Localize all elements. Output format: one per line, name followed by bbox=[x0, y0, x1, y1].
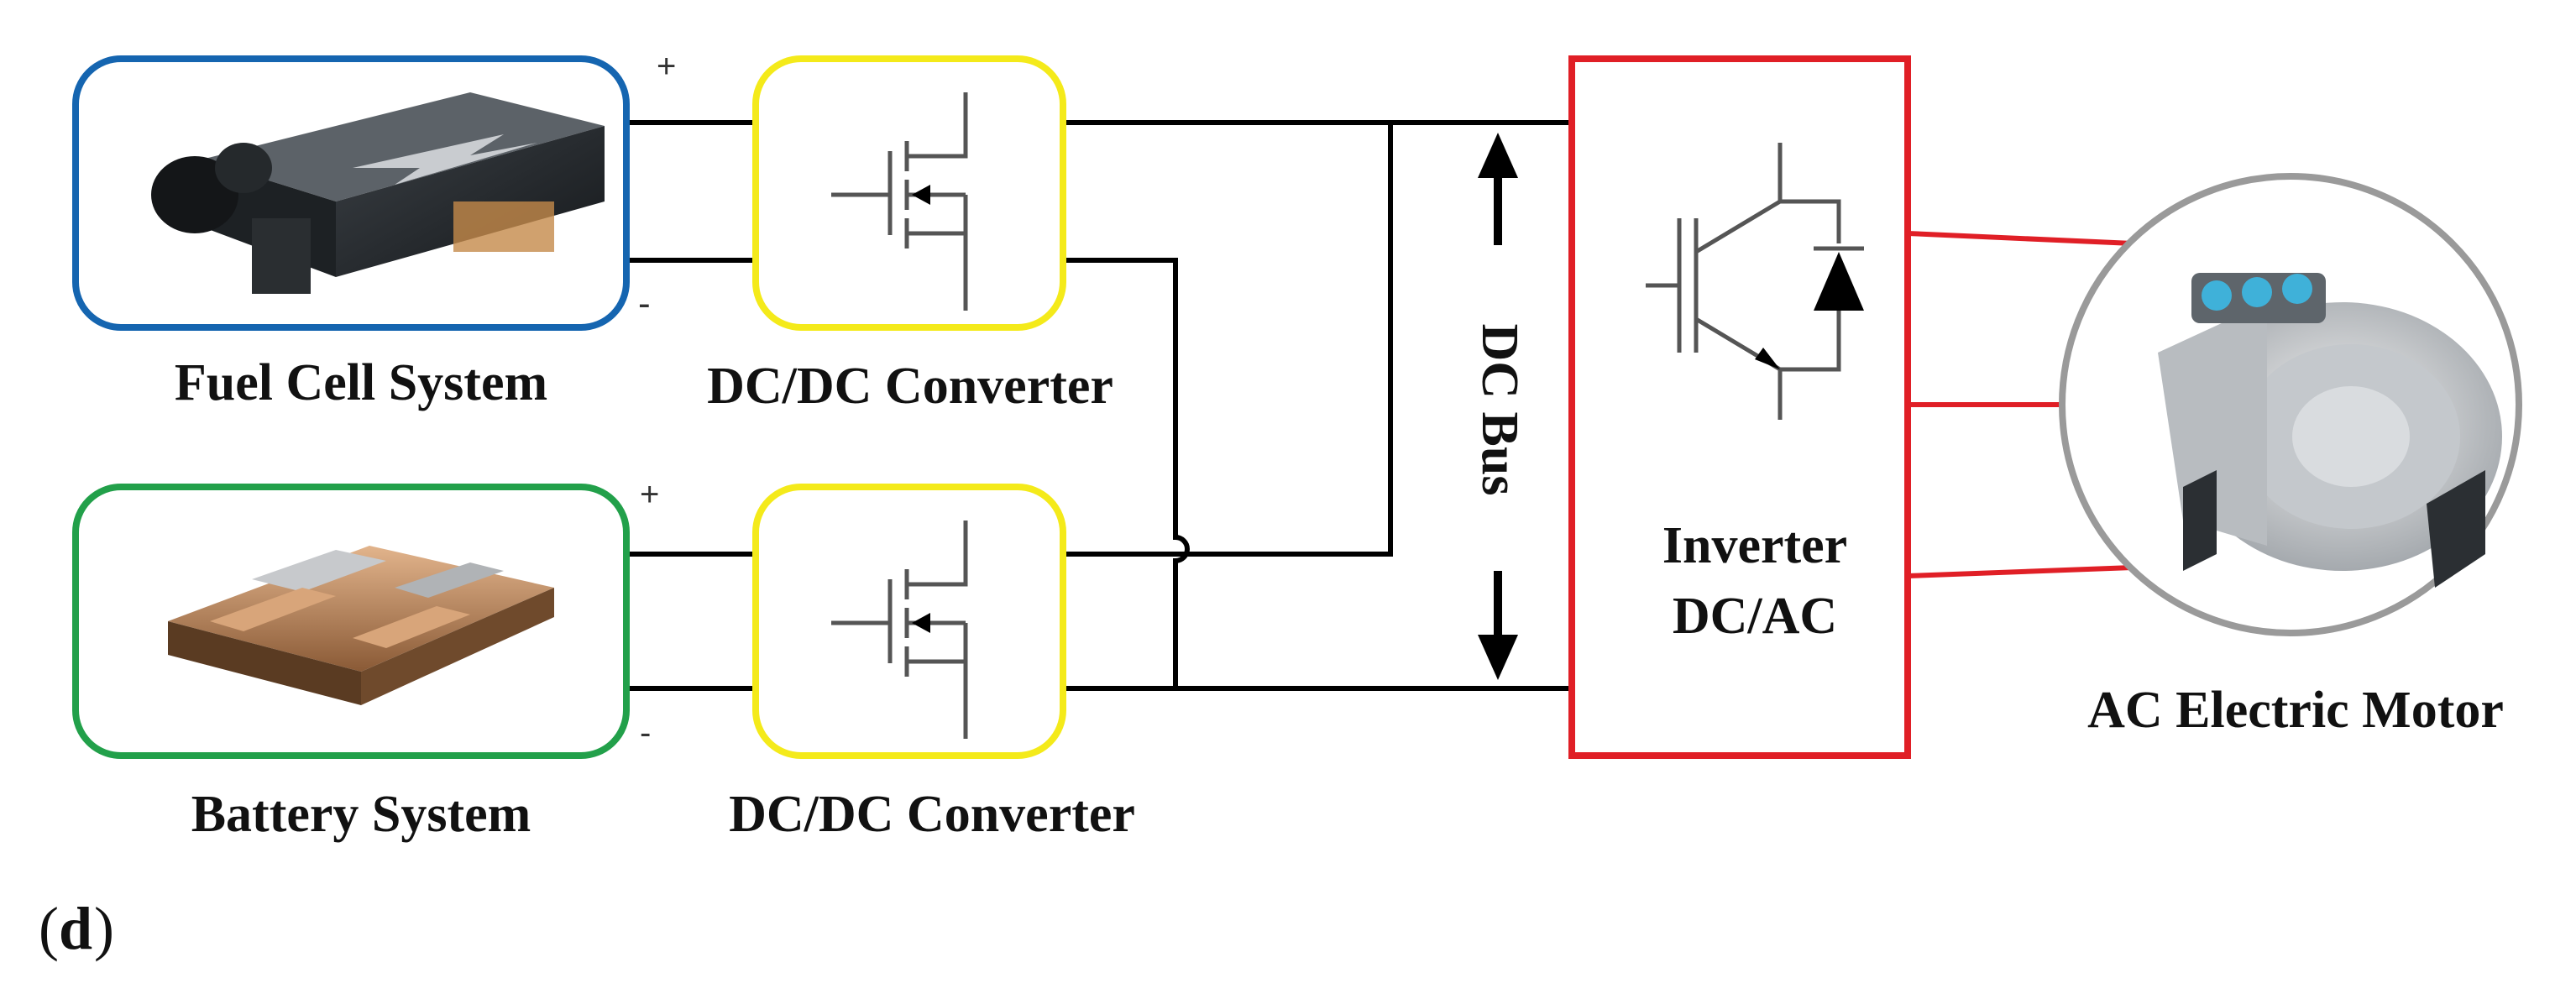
dcdc-converter-bottom: DC/DC Converter bbox=[729, 484, 1135, 843]
motor-label: AC Electric Motor bbox=[2087, 682, 2504, 739]
panel-close-paren: ) bbox=[94, 895, 114, 962]
mosfet-icon bbox=[831, 521, 968, 739]
panel-open-paren: ( bbox=[39, 895, 59, 962]
inverter-label-line1: Inverter bbox=[1662, 517, 1847, 574]
phase-c-wire bbox=[1907, 565, 2134, 578]
bat-converter-pos-link bbox=[1063, 123, 1393, 557]
bus-wiring bbox=[626, 120, 1572, 691]
phase-a-wire bbox=[1907, 231, 2134, 246]
battery-pack-icon bbox=[168, 546, 554, 705]
inverter-label-line2: DC/AC bbox=[1673, 588, 1837, 645]
converter-bottom-label: DC/DC Converter bbox=[729, 786, 1135, 843]
fc-minus-sign: - bbox=[638, 283, 651, 324]
bat-minus-sign: - bbox=[640, 714, 651, 751]
bat-plus-sign: + bbox=[640, 476, 659, 513]
battery-label: Battery System bbox=[191, 786, 531, 843]
converter-top-label: DC/DC Converter bbox=[707, 358, 1113, 415]
fuel-cell-label: Fuel Cell System bbox=[175, 354, 547, 411]
ac-motor-icon bbox=[2158, 273, 2502, 588]
panel-label: ( d ) bbox=[39, 895, 114, 962]
double-arrow-icon bbox=[1478, 133, 1518, 680]
dcdc-converter-top: DC/DC Converter bbox=[707, 55, 1113, 415]
mosfet-icon bbox=[831, 92, 968, 311]
ac-electric-motor: AC Electric Motor bbox=[2059, 173, 2522, 739]
dc-bus-label: DC Bus bbox=[1471, 323, 1528, 495]
dc-bus-indicator: DC Bus bbox=[1471, 133, 1528, 680]
inverter: Inverter DC/AC bbox=[1568, 55, 1911, 759]
igbt-with-diode-icon bbox=[1646, 143, 1864, 420]
fc-converter-neg-link bbox=[1063, 258, 1190, 688]
fuel-cell-system: + - Fuel Cell System bbox=[72, 48, 676, 411]
inverter-frame bbox=[1568, 55, 1911, 759]
fc-plus-sign: + bbox=[657, 48, 676, 85]
panel-letter: d bbox=[59, 895, 92, 962]
battery-system: + - Battery System bbox=[72, 476, 659, 843]
three-phase-wiring bbox=[1907, 231, 2134, 578]
fuel-cell-module-icon bbox=[151, 92, 605, 294]
